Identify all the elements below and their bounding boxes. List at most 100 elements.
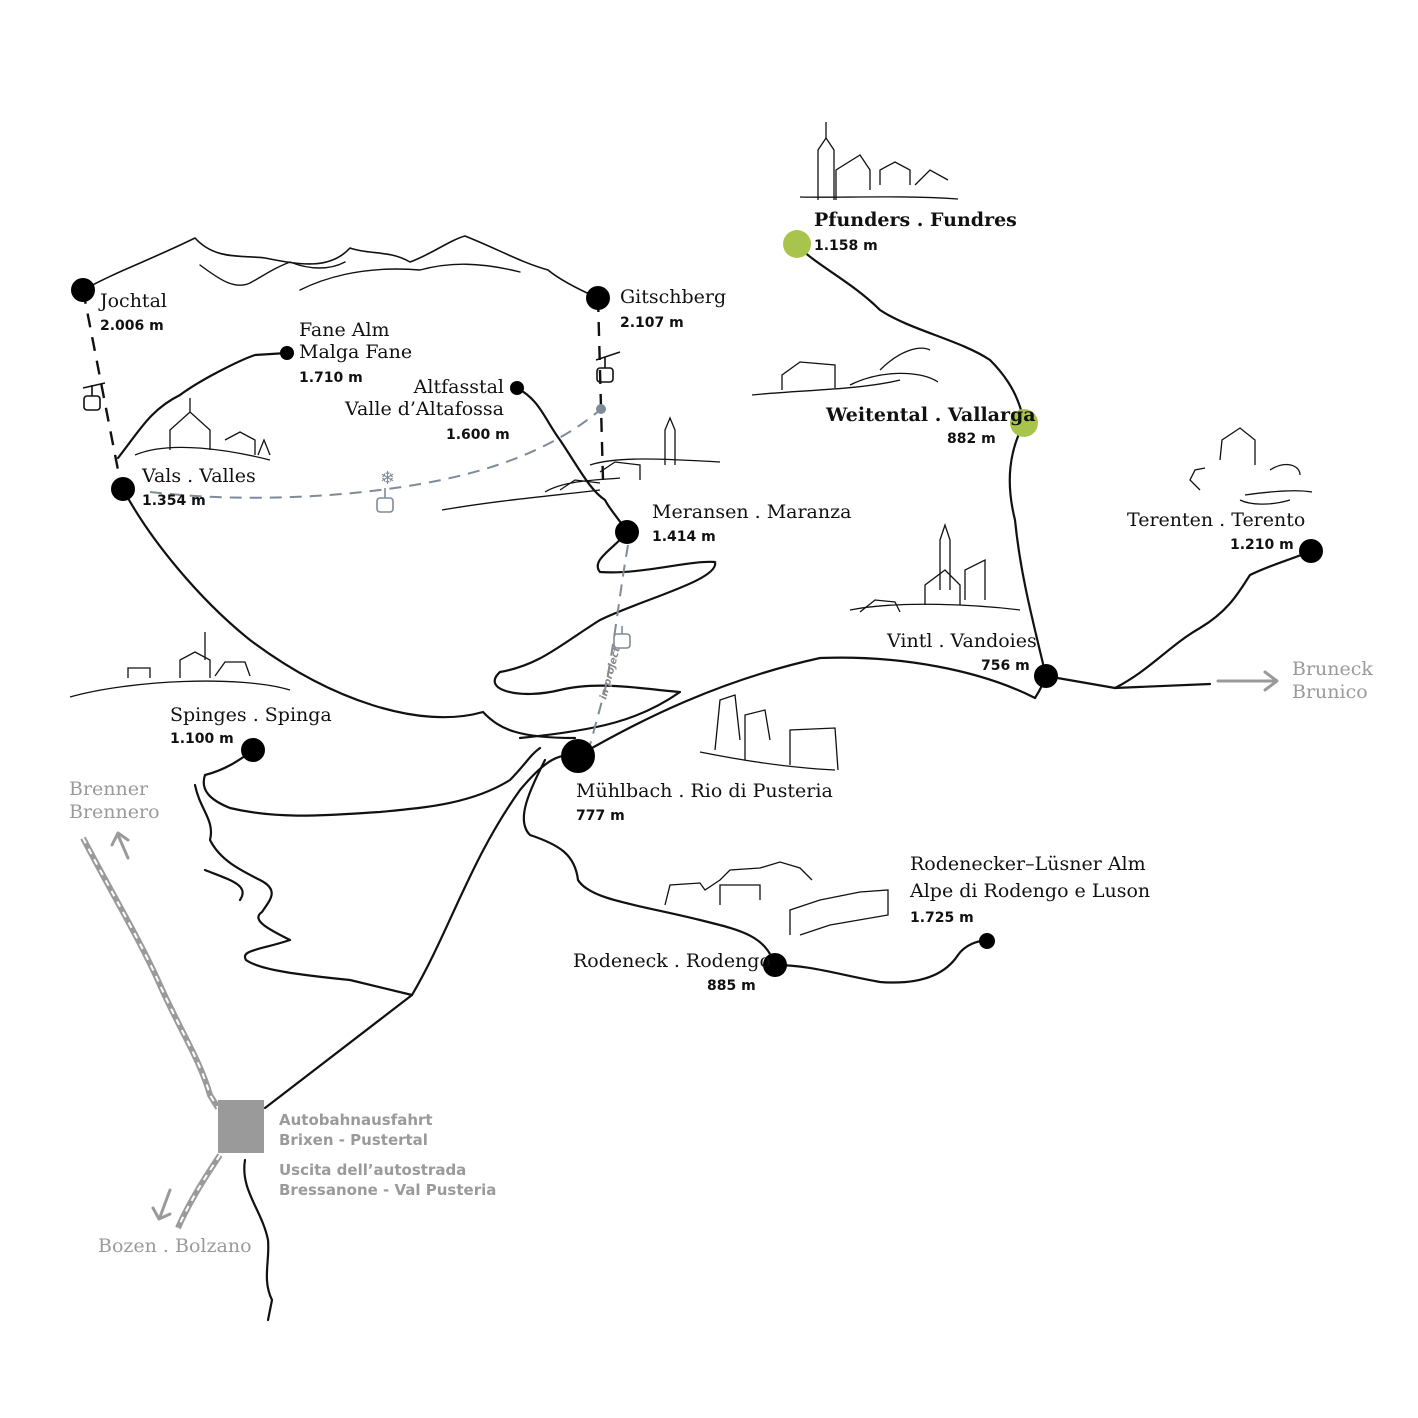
exit-line-3: Uscita dell’autostrada xyxy=(279,1161,467,1179)
gitschberg-alt: 2.107 m xyxy=(620,315,684,331)
marker-rodeneck xyxy=(763,953,787,977)
rodeneck-alt: 885 m xyxy=(707,978,756,994)
snow-icon: ❄ xyxy=(380,468,395,489)
jochtal-lift xyxy=(81,289,120,471)
spinges-branch2 xyxy=(203,868,244,902)
marker-terenten xyxy=(1299,539,1323,563)
marker-vals xyxy=(111,477,135,501)
terenten-icon xyxy=(1189,427,1313,505)
vintl-name: Vintl . Vandoies xyxy=(887,630,1037,652)
south-road xyxy=(243,1158,274,1322)
bozen-label: Bozen . Bolzano xyxy=(98,1235,252,1257)
planned-lifts xyxy=(149,409,629,746)
marker-pfunders xyxy=(783,230,811,258)
pfunders-name: Pfunders . Fundres xyxy=(814,209,1017,231)
bruneck-label-2: Brunico xyxy=(1292,681,1368,703)
spinges-road xyxy=(202,746,542,817)
exit-line-4: Bressanone - Val Pusteria xyxy=(279,1181,497,1199)
markers xyxy=(71,278,1323,977)
brenner-label-2: Brennero xyxy=(69,801,160,823)
arrow-bozen-icon xyxy=(151,1188,172,1221)
meransen-road xyxy=(493,530,717,740)
marker-gitschberg xyxy=(586,286,610,310)
meransen-planned-lift xyxy=(589,544,629,746)
meransen-alt: 1.414 m xyxy=(652,529,716,545)
marker-jochtal xyxy=(71,278,95,302)
marker-altfass xyxy=(510,381,524,395)
marker-meransen xyxy=(615,520,639,544)
highway-exit-square xyxy=(218,1100,264,1153)
gondola-icon xyxy=(82,351,621,411)
spinges-village-icon xyxy=(69,632,291,698)
marker-rodeneckalm xyxy=(979,933,995,949)
in-project-label: in project xyxy=(598,645,623,701)
meransen-village-icon xyxy=(544,416,721,493)
rodeneckalm-alt: 1.725 m xyxy=(910,910,974,926)
roads xyxy=(82,235,1313,1322)
fane-name-2: Malga Fane xyxy=(299,341,413,363)
spinges-name: Spinges . Spinga xyxy=(170,704,332,726)
vals-road xyxy=(121,487,577,740)
jochtal-alt: 2.006 m xyxy=(100,318,164,334)
fane-name-1: Fane Alm xyxy=(299,319,390,341)
terenten-name: Terenten . Terento xyxy=(1127,509,1306,531)
altfass-alt: 1.600 m xyxy=(446,427,510,443)
planned-lift-station xyxy=(596,404,606,414)
rodeneckalm-name-1: Rodenecker–Lüsner Alm xyxy=(910,853,1146,875)
vals-village-icon xyxy=(134,398,271,461)
bruneck-label-1: Bruneck xyxy=(1292,658,1373,680)
arrow-brenner-icon xyxy=(110,831,130,860)
railway-ties xyxy=(82,837,221,1229)
weitental-name: Weitental . Vallarga xyxy=(826,404,1036,426)
spinges-branch xyxy=(193,783,414,997)
rodeneckalm-name-2: Alpe di Rodengo e Luson xyxy=(910,880,1151,902)
altfass-name-2: Valle d’Altafossa xyxy=(344,398,504,420)
arrows xyxy=(110,670,1279,1221)
marker-spinges xyxy=(241,738,265,762)
marker-vintl xyxy=(1034,664,1058,688)
cable-cars xyxy=(81,289,605,481)
village-sketches xyxy=(69,122,1313,936)
vintl-village-icon xyxy=(849,522,1021,613)
mountain-ridge-2 xyxy=(199,261,521,291)
rodeneck-name: Rodeneck . Rodengo xyxy=(573,950,771,972)
vals-planned-lift xyxy=(149,409,601,499)
gitschberg-name: Gitschberg xyxy=(620,286,727,308)
terenten-road xyxy=(1113,549,1313,690)
muehlbach-name: Mühlbach . Rio di Pusteria xyxy=(576,780,833,802)
gondola-planned-icon xyxy=(376,488,631,649)
rodeneck-road xyxy=(522,758,989,984)
pustertal-road xyxy=(263,656,1212,1110)
brenner-label-1: Brenner xyxy=(69,778,149,800)
pfunders-alt: 1.158 m xyxy=(814,238,878,254)
jochtal-name: Jochtal xyxy=(100,290,167,312)
muehlbach-alt: 777 m xyxy=(576,808,625,824)
altfass-name-1: Altfasstal xyxy=(413,376,504,398)
church-icon xyxy=(799,122,959,200)
mountain-ridge xyxy=(82,235,599,299)
terenten-alt: 1.210 m xyxy=(1230,537,1294,553)
marker-weitental xyxy=(1010,409,1038,437)
fane-alt: 1.710 m xyxy=(299,370,363,386)
castle-icon xyxy=(699,694,839,771)
exit-line-2: Brixen - Pustertal xyxy=(279,1131,428,1149)
marker-muehlbach xyxy=(561,739,595,773)
marker-fane xyxy=(280,346,294,360)
vals-name: Vals . Valles xyxy=(142,465,256,487)
vals-upper xyxy=(116,351,289,460)
rodeneck-castle-icon xyxy=(664,861,889,936)
exit-line-1: Autobahnausfahrt xyxy=(279,1111,433,1129)
vals-alt: 1.354 m xyxy=(142,493,206,509)
arrow-bruneck-icon xyxy=(1216,670,1279,692)
farm-icon xyxy=(751,347,939,396)
vintl-alt: 756 m xyxy=(981,658,1030,674)
weitental-alt: 882 m xyxy=(947,431,996,447)
meransen-hill xyxy=(441,489,601,511)
pfunders-road xyxy=(795,242,1048,678)
gitschberg-lift xyxy=(596,297,605,481)
railway xyxy=(80,836,223,1230)
meransen-name: Meransen . Maranza xyxy=(652,501,852,523)
spinges-alt: 1.100 m xyxy=(170,731,234,747)
altfass-road xyxy=(515,386,629,534)
